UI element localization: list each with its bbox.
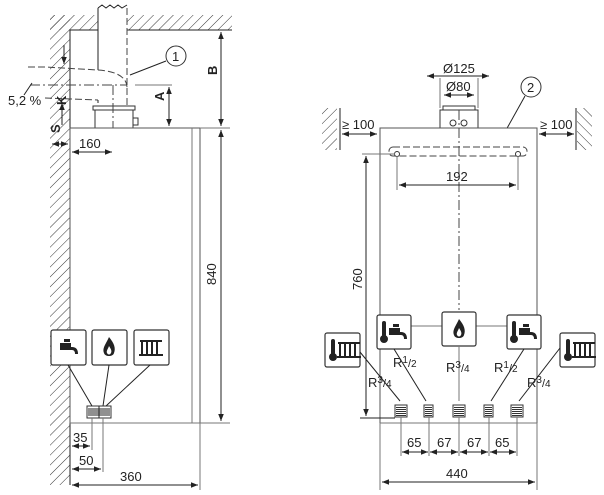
clearance-left: ≥ 100 — [342, 117, 374, 132]
thread-label-1: R3/4 — [368, 375, 392, 390]
dim-d80: Ø80 — [446, 79, 471, 94]
gas-flame-icon — [91, 329, 128, 366]
thread-label-5: R3/4 — [527, 375, 551, 390]
connection-fittings — [86, 405, 112, 419]
gas-flame-icon — [441, 311, 477, 347]
dim-spacing-2: 67 — [437, 435, 451, 450]
left-wall — [322, 108, 337, 150]
callout-1 — [165, 45, 187, 67]
label-B: B — [205, 66, 220, 75]
callout-2 — [520, 76, 542, 98]
hot-water-tap-icon — [50, 329, 87, 366]
mounting-rail — [388, 146, 528, 157]
dim-spacing-3: 67 — [467, 435, 481, 450]
svg-text:R1/2: R1/2 — [494, 360, 518, 375]
hot-water-icon — [376, 314, 412, 350]
right-wall — [577, 108, 592, 150]
front-view: ≥ 100 ≥ 100 Ø125 Ø80 2 192 760 — [322, 61, 596, 490]
dim-160: 160 — [79, 136, 101, 151]
dim-spacing-1: 65 — [407, 435, 421, 450]
svg-text:R3/4: R3/4 — [527, 375, 551, 390]
clearance-right: ≥ 100 — [540, 117, 572, 132]
label-S: S — [48, 124, 63, 133]
thread-label-4: R1/2 — [494, 360, 518, 375]
ceiling — [50, 15, 98, 30]
radiator-icon — [133, 329, 170, 366]
fitting-heating-return — [510, 404, 524, 418]
dim-192: 192 — [446, 169, 468, 184]
svg-text:R3/4: R3/4 — [368, 375, 392, 390]
callout-2-label: 2 — [527, 80, 534, 95]
thread-label-2: R1/2 — [393, 355, 417, 370]
fitting-gas — [452, 404, 466, 418]
slope-label: 5,2 % — [8, 93, 42, 108]
dim-50: 50 — [79, 453, 93, 468]
fitting-hot-water — [423, 404, 434, 418]
svg-text:R3/4: R3/4 — [446, 360, 470, 375]
fitting-cold-water — [483, 404, 494, 418]
thread-label-3: R3/4 — [446, 360, 470, 375]
dim-360: 360 — [120, 469, 142, 484]
dim-d125: Ø125 — [443, 61, 475, 76]
fitting-heating-flow — [394, 404, 408, 418]
dim-760: 760 — [350, 268, 365, 290]
svg-text:R1/2: R1/2 — [393, 355, 417, 370]
heating-return-icon — [559, 332, 596, 368]
boiler-side — [69, 127, 201, 424]
dim-spacing-4: 65 — [495, 435, 509, 450]
heating-flow-icon — [324, 332, 361, 368]
callout-1-label: 1 — [172, 49, 179, 64]
side-view: 5,2 % 1 K S 160 A B 840 — [8, 4, 232, 490]
dim-35: 35 — [73, 430, 87, 445]
dim-440: 440 — [446, 466, 468, 481]
wall — [50, 15, 70, 485]
label-K: K — [54, 95, 69, 105]
label-A: A — [152, 91, 167, 101]
cold-water-icon — [506, 314, 542, 350]
dim-840: 840 — [204, 263, 219, 285]
